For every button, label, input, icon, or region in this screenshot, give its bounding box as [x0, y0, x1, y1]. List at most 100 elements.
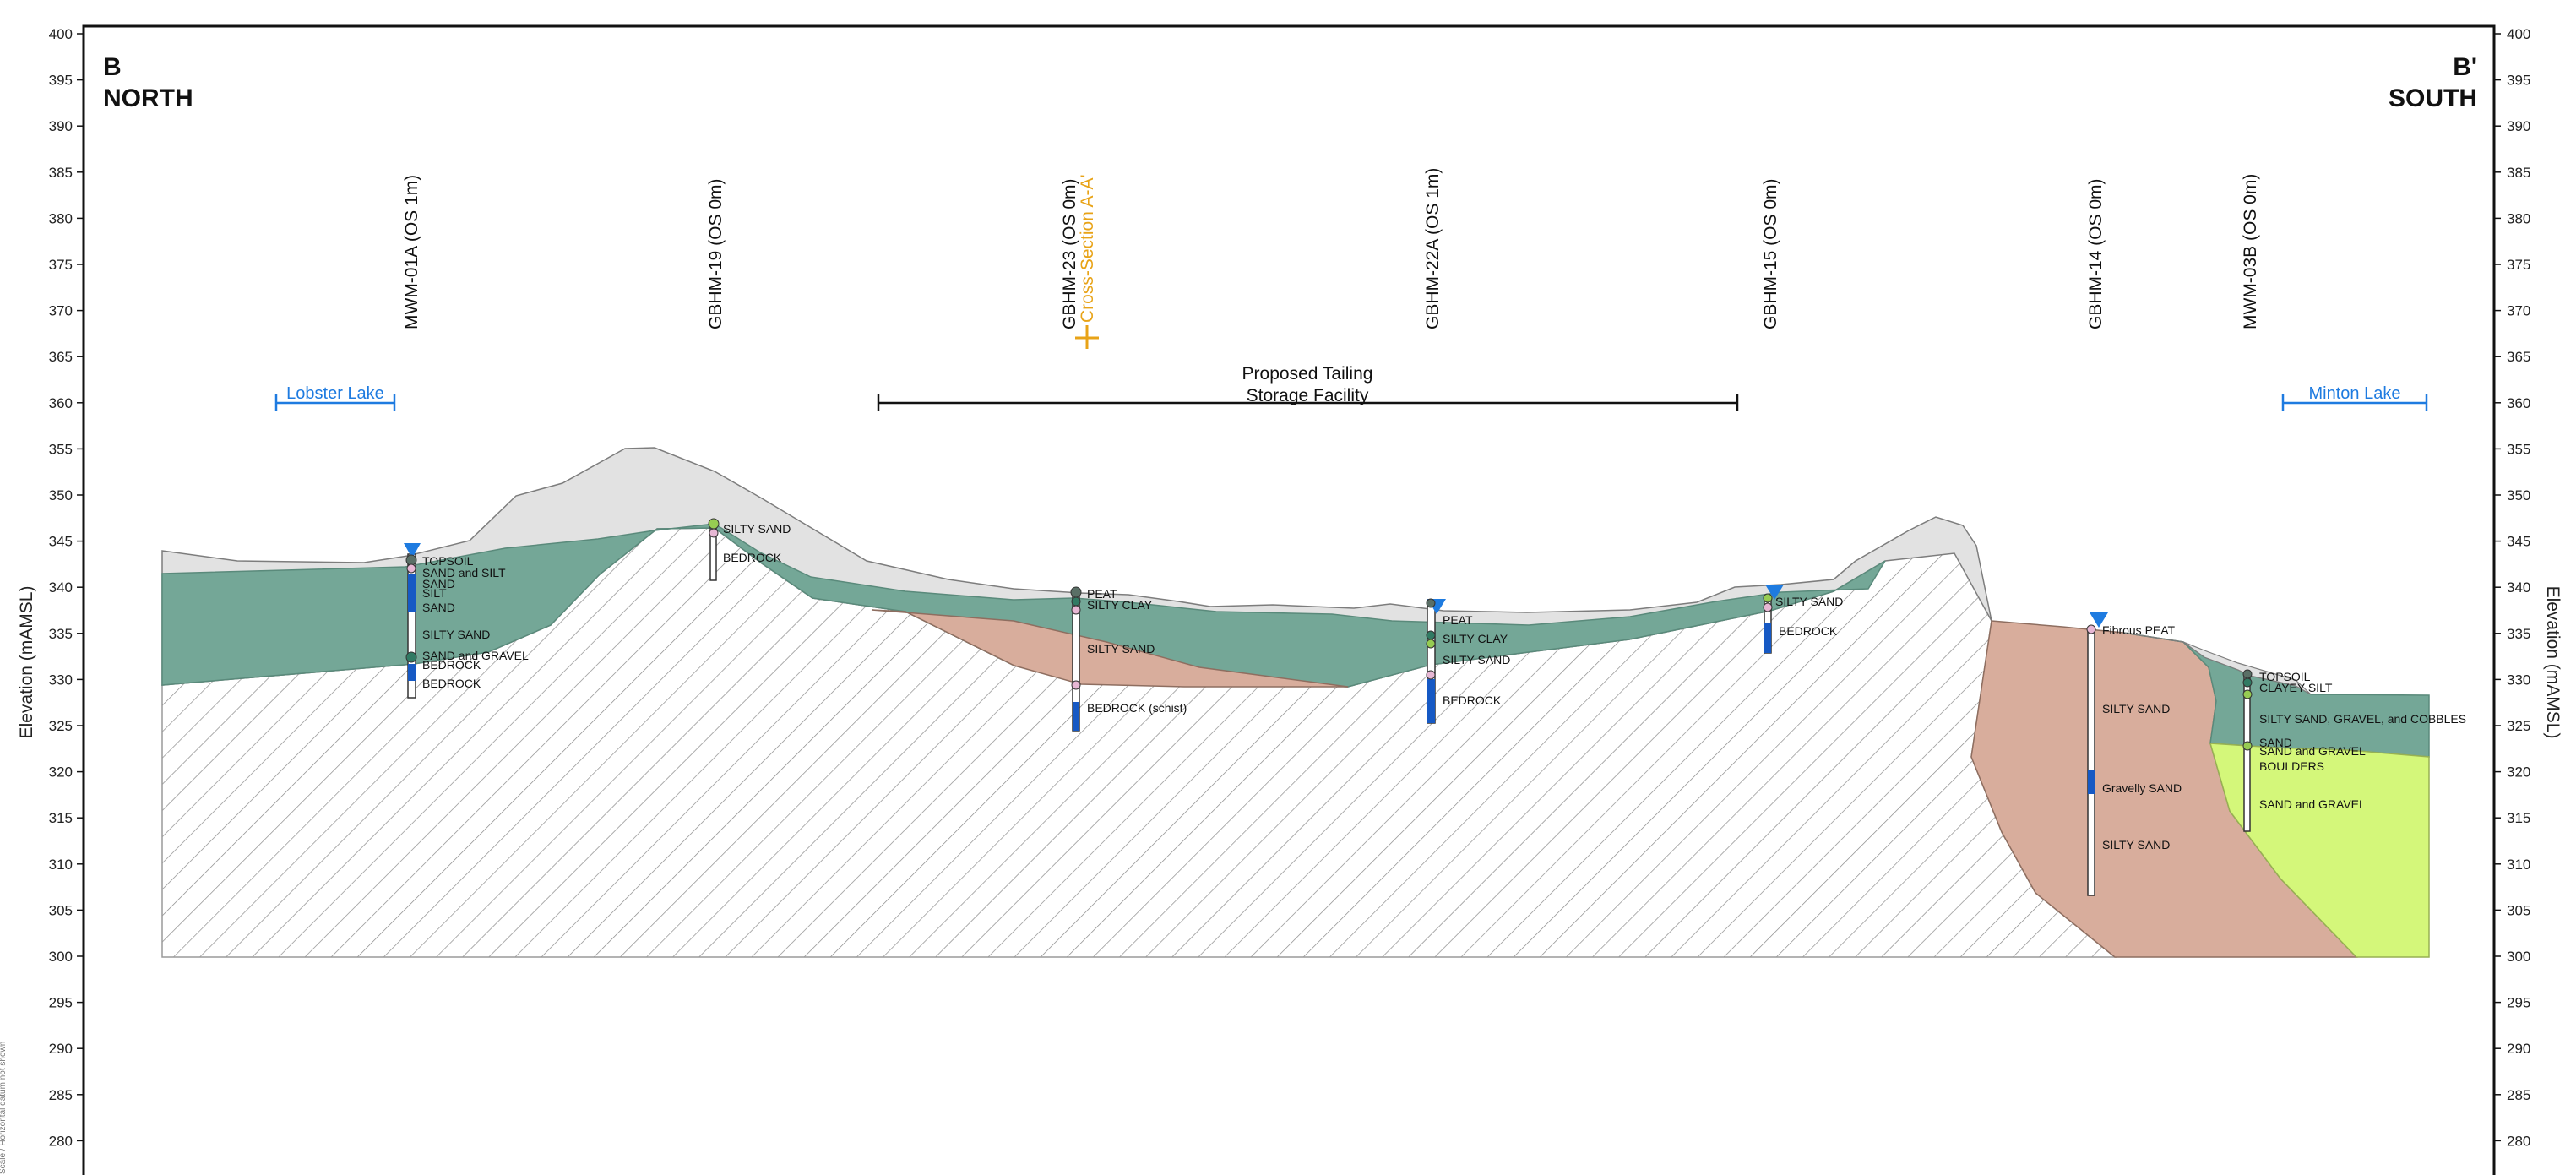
elevation-tick-label: 330 — [2507, 672, 2530, 688]
right-end-label: B' — [2453, 53, 2477, 81]
elevation-tick-label: 390 — [2507, 118, 2530, 134]
borehole-mwm-03b: MWM-03B (OS 0m) TOPSOIL CLAYEY SILT SILT… — [2241, 174, 2466, 832]
minton-lake-label: Minton Lake — [2309, 384, 2401, 403]
right-end-direction: SOUTH — [2389, 84, 2477, 112]
elevation-tick-label: 365 — [49, 349, 73, 365]
elevation-tick-label: 375 — [2507, 257, 2530, 273]
unit-label: SILTY CLAY — [1087, 598, 1153, 612]
south-topsoil-unit — [2122, 632, 2312, 695]
unit-label: SAND and GRAVEL — [422, 649, 529, 662]
elevation-tick-label: 280 — [2507, 1133, 2530, 1149]
elevation-tick-label: 345 — [2507, 534, 2530, 550]
right-axis-title: Elevation (mAMSL) — [2543, 586, 2562, 739]
elevation-tick-label: 400 — [49, 26, 73, 42]
unit-label: SAND — [422, 577, 455, 590]
plot-frame — [82, 24, 2496, 1175]
elevation-tick-label: 390 — [49, 118, 73, 134]
elevation-tick-label: 320 — [2507, 764, 2530, 781]
elevation-tick-label: 335 — [49, 626, 73, 642]
unit-label: SILTY SAND — [1443, 653, 1510, 666]
unit-label: BEDROCK — [422, 677, 481, 690]
elevation-tick-label: 355 — [49, 441, 73, 457]
lobster-lake-marker: Lobster Lake — [274, 384, 396, 411]
borehole-title: GBHM-23 (OS 0m) — [1060, 178, 1079, 329]
elevation-tick-label: 385 — [49, 165, 73, 181]
unit-label: BEDROCK — [1443, 694, 1502, 707]
unit-label: BEDROCK — [723, 551, 782, 564]
elevation-tick-label: 370 — [2507, 303, 2530, 319]
borehole-title: GBHM-19 (OS 0m) — [706, 178, 726, 329]
elevation-tick-label: 305 — [2507, 902, 2530, 918]
borehole-mwm-01a: MWM-01A (OS 1m) TOPSOIL SAND and SILT SA… — [402, 175, 529, 699]
elevation-tick-label: 295 — [49, 995, 73, 1011]
lobster-lake-label: Lobster Lake — [286, 384, 384, 403]
unit-label: TOPSOIL — [422, 554, 474, 568]
unit-label: SAND — [422, 601, 455, 614]
elevation-tick-label: 350 — [2507, 487, 2530, 503]
elevation-tick-label: 290 — [49, 1041, 73, 1057]
minton-lake-marker: Minton Lake — [2281, 384, 2428, 411]
borehole-title: GBHM-15 (OS 0m) — [1761, 178, 1780, 329]
unit-label: SILTY SAND — [2102, 838, 2170, 851]
left-axis-title: Elevation (mAMSL) — [17, 586, 36, 739]
unit-label: SAND and GRAVEL — [2259, 797, 2366, 811]
unit-label: BEDROCK — [1779, 624, 1838, 638]
tsf-extent-marker: Proposed Tailing Storage Facility — [877, 364, 1739, 411]
sand-and-gravel-unit — [2209, 743, 2430, 958]
unit-label: SILTY CLAY — [1443, 632, 1508, 645]
elevation-tick-label: 400 — [2507, 26, 2530, 42]
left-end-label: B — [103, 53, 122, 81]
unit-label: PEAT — [1443, 613, 1473, 627]
elevation-tick-label: 310 — [49, 857, 73, 873]
unit-label: SILTY SAND — [422, 628, 490, 641]
elevation-tick-label: 315 — [2507, 810, 2530, 826]
unit-label: SAND — [2259, 736, 2292, 749]
borehole-title: MWM-01A (OS 1m) — [402, 175, 421, 329]
elevation-tick-label: 295 — [2507, 995, 2530, 1011]
silty-sand-lens-unit — [871, 609, 1349, 688]
borehole-gbhm-19: GBHM-19 (OS 0m) SILTY SAND BEDROCK — [706, 178, 791, 581]
elevation-tick-label: 330 — [49, 672, 73, 688]
elevation-tick-label: 315 — [49, 810, 73, 826]
geology-layers — [161, 447, 2430, 958]
elevation-tick-label: 345 — [49, 534, 73, 550]
silty-sand-unit — [161, 523, 1886, 688]
unit-label: SILTY SAND — [1087, 642, 1155, 655]
borehole-title: MWM-03B (OS 0m) — [2241, 174, 2260, 329]
unit-label: Gravelly SAND — [2102, 781, 2182, 795]
elevation-tick-label: 310 — [2507, 857, 2530, 873]
elevation-tick-label: 325 — [49, 718, 73, 734]
unit-label: SILTY SAND — [2102, 702, 2170, 715]
tsf-label-line2: Storage Facility — [1247, 386, 1369, 405]
elevation-tick-label: 335 — [2507, 626, 2530, 642]
unit-label: SAND and GRAVEL — [2259, 744, 2366, 758]
borehole-gbhm-23: GBHM-23 (OS 0m) PEAT SILTY CLAY SILTY SA… — [1060, 178, 1187, 732]
elevation-tick-label: 350 — [49, 487, 73, 503]
elevation-tick-label: 385 — [2507, 165, 2530, 181]
left-end-direction: NORTH — [103, 84, 193, 112]
cross-section-label: Cross-Section A-A' — [1078, 174, 1097, 323]
left-elevation-axis: 4003953903853803753703653603553503453403… — [49, 26, 84, 1149]
elevation-tick-label: 320 — [49, 764, 73, 781]
elevation-tick-label: 375 — [49, 257, 73, 273]
borehole-title: GBHM-14 (OS 0m) — [2086, 178, 2106, 329]
unit-label: SILTY SAND, GRAVEL, and COBBLES — [2259, 712, 2466, 726]
cross-section-marker: Cross-Section A-A' — [1075, 174, 1099, 349]
elevation-tick-label: 285 — [49, 1087, 73, 1103]
elevation-tick-label: 300 — [2507, 949, 2530, 965]
unit-label: BEDROCK (schist) — [1087, 701, 1187, 715]
tsf-label-line1: Proposed Tailing — [1242, 364, 1373, 384]
elevation-tick-label: 380 — [2507, 210, 2530, 226]
elevation-tick-label: 370 — [49, 303, 73, 319]
unit-label: TOPSOIL — [2259, 670, 2311, 683]
elevation-tick-label: 380 — [49, 210, 73, 226]
elevation-tick-label: 360 — [49, 395, 73, 411]
unit-label: SILTY SAND — [1775, 595, 1843, 608]
elevation-tick-label: 280 — [49, 1133, 73, 1149]
elevation-tick-label: 395 — [2507, 73, 2530, 89]
unit-label: PEAT — [1087, 587, 1117, 601]
borehole-title: GBHM-22A (OS 1m) — [1423, 168, 1443, 329]
borehole-gbhm-15: GBHM-15 (OS 0m) SILTY SAND BEDROCK — [1761, 178, 1843, 654]
elevation-tick-label: 365 — [2507, 349, 2530, 365]
